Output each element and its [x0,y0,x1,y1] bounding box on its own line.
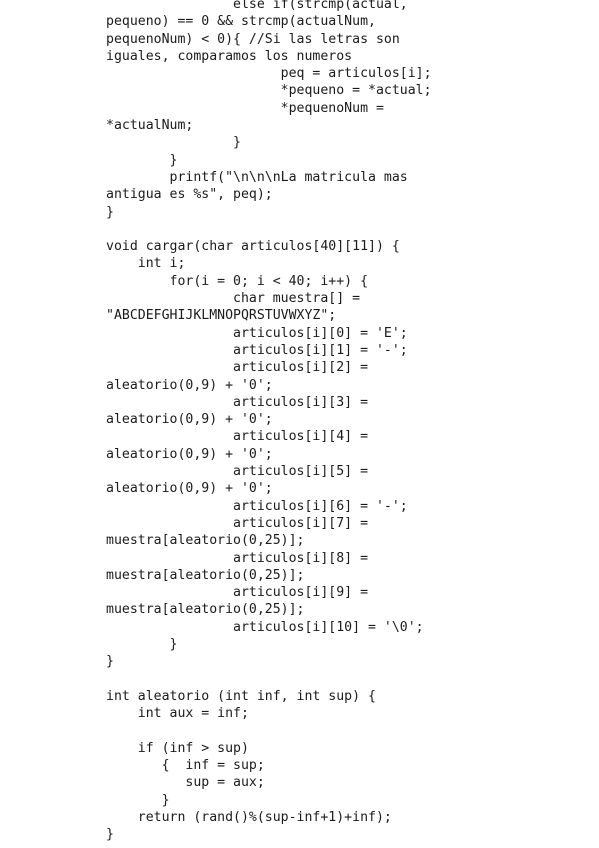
code-line: muestra[aleatorio(0,25)]; [106,533,305,549]
code-line: char muestra[] = [106,291,361,307]
code-line: aleatorio(0,9) + '0'; [106,446,273,462]
code-line: } [106,827,114,843]
code-line: peq = articulos[i]; [106,66,432,82]
code-line: articulos[i][8] = [106,550,369,566]
code-line: articulos[i][9] = [106,585,369,601]
code-line: *actualNum; [106,118,194,134]
code-line: pequenoNum) < 0){ //Si las letras son [106,31,400,47]
code-line: } [106,636,178,652]
code-line: articulos[i][3] = [106,394,369,410]
code-line: if (inf > sup) [106,740,249,756]
code-line: articulos[i][6] = '-'; [106,498,408,514]
code-line: void cargar(char articulos[40][11]) { [106,239,400,255]
code-line: muestra[aleatorio(0,25)]; [106,567,305,583]
code-line [106,671,432,688]
code-line: aleatorio(0,9) + '0'; [106,481,273,497]
code-line: printf("\n\n\nLa matricula mas [106,169,408,185]
code-line: antigua es %s", peq); [106,187,273,203]
code-line: } [106,152,178,168]
code-line: } [106,204,114,220]
code-line: for(i = 0; i < 40; i++) { [106,273,369,289]
code-line: int aux = inf; [106,706,249,722]
code-line: articulos[i][10] = '\0'; [106,619,424,635]
code-line: iguales, comparamos los numeros [106,48,353,64]
code-block: else if(strcmp(actual, pequeno) == 0 && s… [106,0,432,844]
code-line: sup = aux; [106,775,265,791]
code-line: articulos[i][5] = [106,464,369,480]
code-line: } [106,792,170,808]
code-line: int i; [106,256,186,272]
code-line: } [106,654,114,670]
code-line: pequeno) == 0 && strcmp(actualNum, [106,14,376,30]
code-line: { inf = sup; [106,758,265,774]
code-line: aleatorio(0,9) + '0'; [106,412,273,428]
code-line: *pequenoNum = [106,100,384,116]
code-line: *pequeno = *actual; [106,83,432,99]
code-line: return (rand()%(sup-inf+1)+inf); [106,809,392,825]
code-line: articulos[i][0] = 'E'; [106,325,408,341]
code-line [106,722,432,739]
code-line: int aleatorio (int inf, int sup) { [106,688,376,704]
code-line: "ABCDEFGHIJKLMNOPQRSTUVWXYZ"; [106,308,337,324]
code-line: articulos[i][7] = [106,515,369,531]
code-line: articulos[i][2] = [106,360,369,376]
code-line [106,221,432,238]
code-line: else if(strcmp(actual, [106,0,408,12]
code-line: articulos[i][4] = [106,429,369,445]
code-line: muestra[aleatorio(0,25)]; [106,602,305,618]
code-line: aleatorio(0,9) + '0'; [106,377,273,393]
code-line: articulos[i][1] = '-'; [106,342,408,358]
code-line: } [106,135,241,151]
